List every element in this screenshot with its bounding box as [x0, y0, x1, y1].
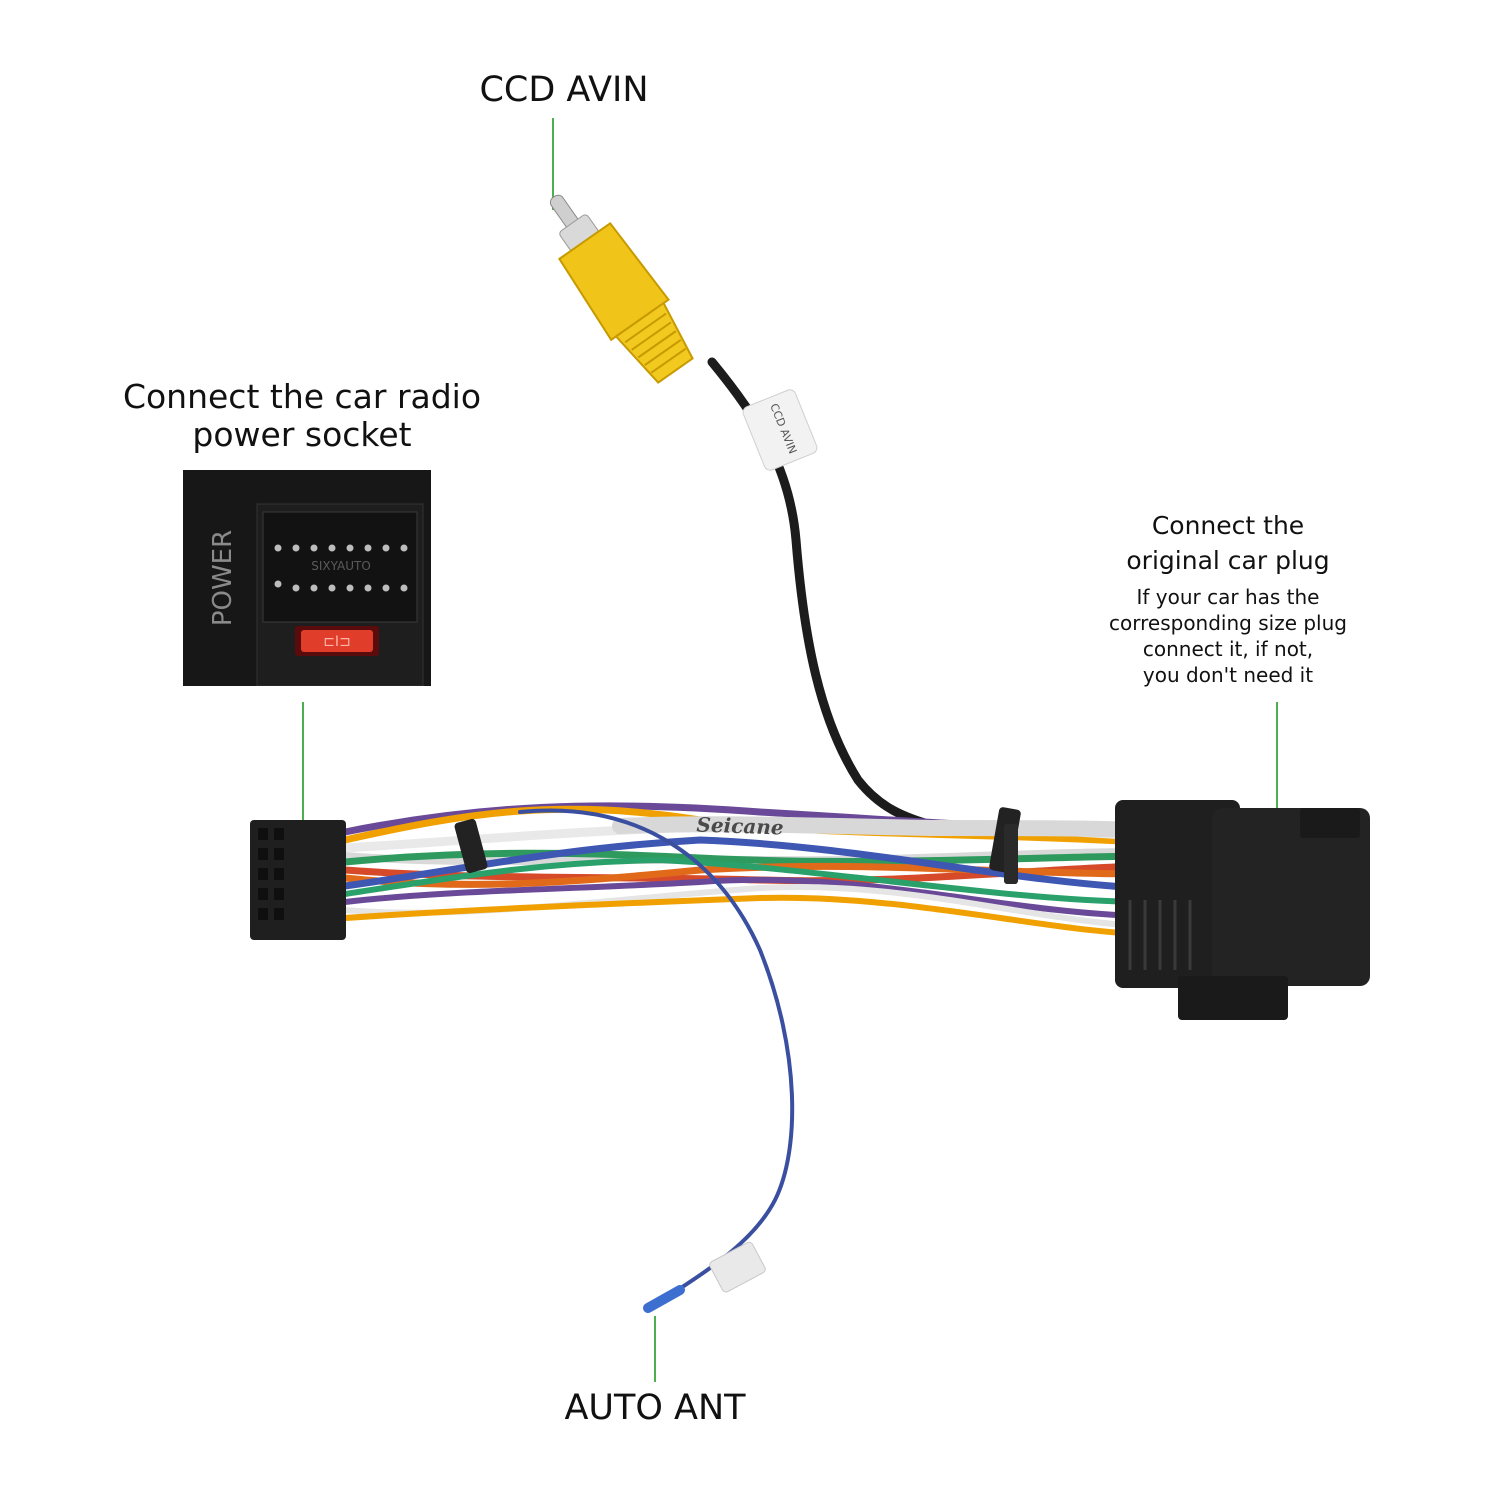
photo-brand-marking: SIXYAUTO	[311, 559, 371, 573]
power-socket-photo: SIXYAUTO ⊏I⊐ POWER	[183, 470, 431, 686]
original-plug-note-line2: corresponding size plug	[1109, 611, 1347, 635]
original-plug-label-line1: Connect the	[1151, 511, 1305, 540]
cable-tag: CCD AVIN	[742, 389, 818, 471]
auto-ant-label: AUTO ANT	[564, 1388, 746, 1428]
original-plug-note: If your car has the corresponding size p…	[1068, 584, 1388, 688]
cable-brand-marking: Seicane	[696, 812, 784, 839]
fuse-marking: ⊏I⊐	[323, 634, 351, 650]
original-plug-note-line1: If your car has the	[1136, 585, 1320, 609]
photo-power-marking: POWER	[208, 530, 238, 626]
left-harness-connector	[250, 820, 346, 940]
original-plug-note-line4: you don't need it	[1142, 663, 1314, 687]
power-socket-label-line1: Connect the car radio	[122, 377, 482, 416]
rca-plug	[549, 194, 694, 384]
antenna-wire-tip	[643, 1285, 685, 1313]
antenna-wire	[518, 808, 795, 1307]
original-plug-note-line3: connect it, if not,	[1142, 637, 1314, 661]
power-socket-label-line2: power socket	[192, 415, 412, 454]
original-plug-label: Connect the original car plug	[1068, 508, 1388, 578]
antenna-tag	[709, 1241, 766, 1293]
power-socket-label: Connect the car radio power socket	[92, 378, 512, 454]
zip-tie	[454, 807, 1021, 884]
rca-coax-cable	[707, 357, 940, 831]
original-plug-label-line2: original car plug	[1126, 546, 1330, 575]
ccd-avin-label: CCD AVIN	[479, 70, 649, 110]
right-harness-connector	[1115, 800, 1370, 1020]
leader-lines	[302, 118, 1278, 1382]
